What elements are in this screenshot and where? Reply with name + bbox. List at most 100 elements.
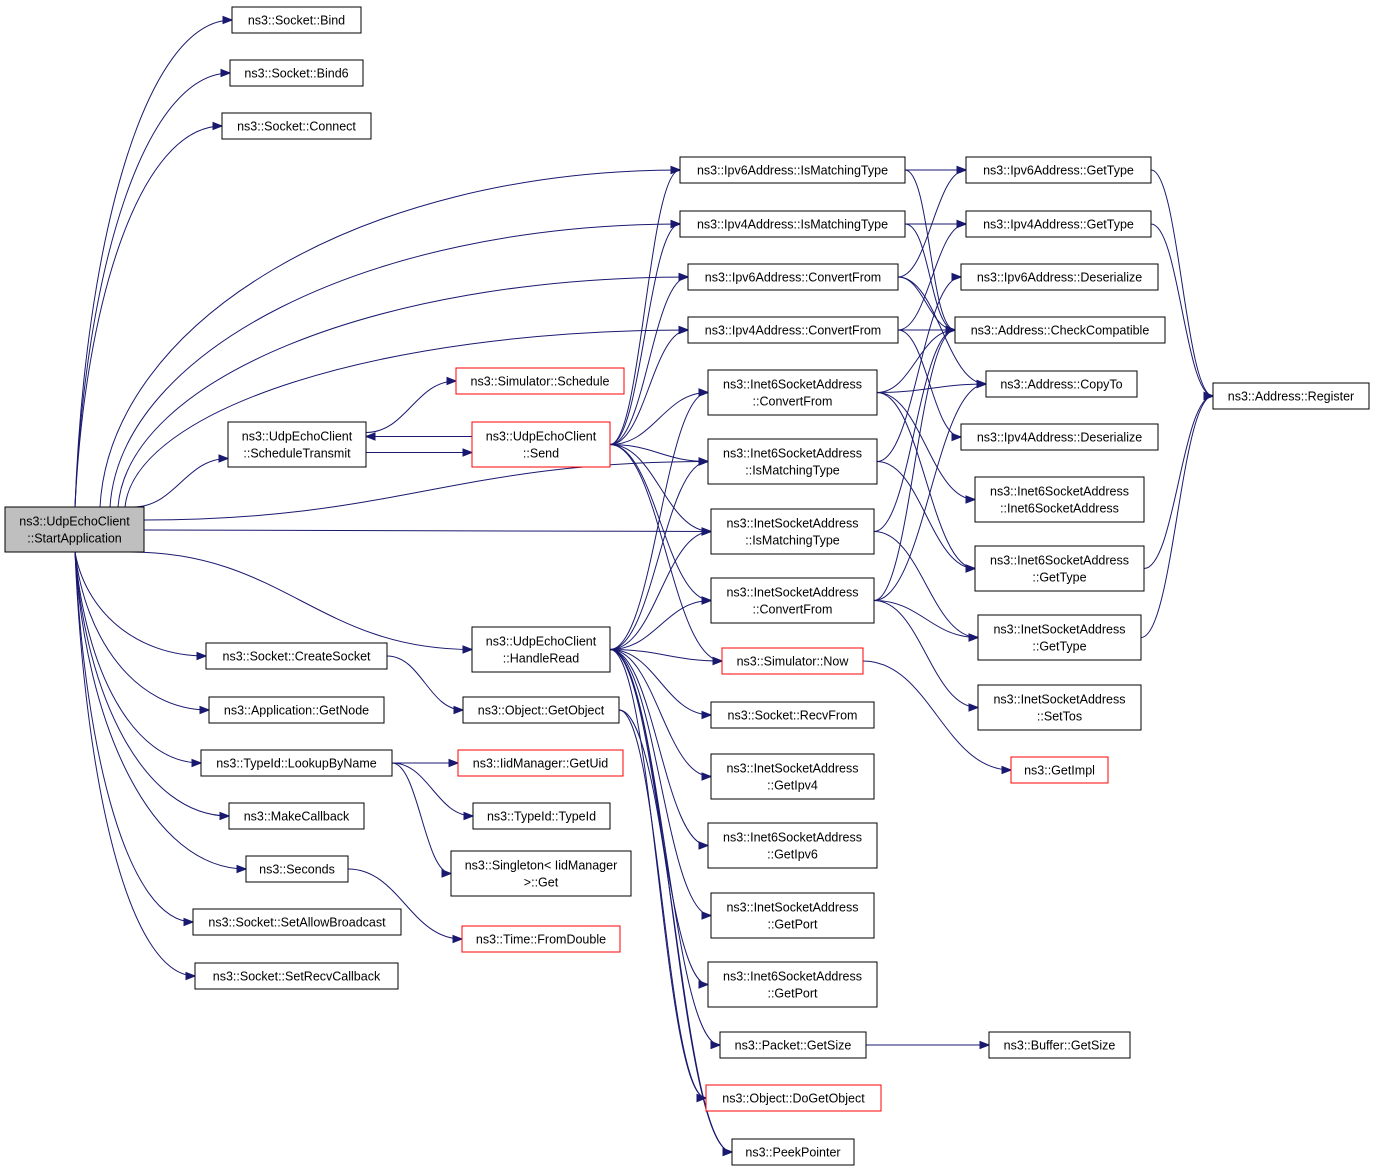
node-ipv6gettype[interactable]: ns3::Ipv6Address::GetType [965,156,1152,184]
node-inet6ctor[interactable]: ns3::Inet6SocketAddress::Inet6SocketAddr… [974,476,1145,523]
node-inet6getport[interactable]: ns3::Inet6SocketAddress::GetPort [707,961,878,1008]
node-ipv6matching[interactable]: ns3::Ipv6Address::IsMatchingType [679,156,906,184]
node-fromdouble[interactable]: ns3::Time::FromDouble [461,925,621,953]
node-setrecvcallback[interactable]: ns3::Socket::SetRecvCallback [194,962,399,990]
node-bind[interactable]: ns3::Socket::Bind [231,6,362,34]
node-box [221,112,372,140]
node-ipv4deserialize[interactable]: ns3::Ipv4Address::Deserialize [960,423,1159,451]
edge-send-ipv6convert [609,276,689,445]
node-box [710,577,875,624]
arrowhead [185,971,197,981]
node-checkcompatible[interactable]: ns3::Address::CheckCompatible [954,316,1166,344]
node-getuid[interactable]: ns3::IidManager::GetUid [457,749,624,777]
node-simschedule[interactable]: ns3::Simulator::Schedule [455,367,625,395]
edge-send-inetconvert [609,444,712,601]
arrowhead [678,325,690,335]
edge-ipv4convert-gettype [897,223,967,331]
node-dogetobject[interactable]: ns3::Object::DoGetObject [705,1084,882,1112]
node-inetconvert[interactable]: ns3::InetSocketAddress::ConvertFrom [710,577,875,624]
arrowhead [196,651,208,661]
node-ipv6convert[interactable]: ns3::Ipv6Address::ConvertFrom [687,263,899,291]
node-inetsettos[interactable]: ns3::InetSocketAddress::SetTos [977,684,1142,731]
node-getimpl[interactable]: ns3::GetImpl [1010,756,1109,784]
node-box [228,802,365,830]
edge-root-connect [74,125,223,508]
node-box [977,684,1142,731]
node-getnode[interactable]: ns3::Application::GetNode [208,696,385,724]
node-label: ns3::Singleton< IidManager [465,859,618,873]
arrowhead [712,656,724,666]
node-box [710,508,875,555]
edge-ipv6matching-check [904,169,956,331]
node-box [960,263,1159,291]
edge-inetmatching-check [873,329,956,532]
node-label: ns3::Time::FromDouble [476,933,606,947]
node-singletonget[interactable]: ns3::Singleton< IidManager>::Get [450,850,632,897]
node-label: ::GetPort [767,987,818,1001]
node-simnow[interactable]: ns3::Simulator::Now [721,647,864,675]
node-inet6convert[interactable]: ns3::Inet6SocketAddress::ConvertFrom [707,369,878,416]
node-bind6[interactable]: ns3::Socket::Bind6 [229,59,364,87]
node-ipv6deserialize[interactable]: ns3::Ipv6Address::Deserialize [960,263,1159,291]
arrowhead [219,811,231,821]
node-scheduletransmit[interactable]: ns3::UdpEchoClient::ScheduleTransmit [227,421,367,468]
node-seconds[interactable]: ns3::Seconds [245,855,349,883]
node-recvfrom[interactable]: ns3::Socket::RecvFrom [710,701,875,729]
node-connect[interactable]: ns3::Socket::Connect [221,112,372,140]
edge-root-createsocket [74,551,207,657]
node-box [954,316,1166,344]
node-label: ns3::InetSocketAddress [726,586,858,600]
node-box [471,626,611,673]
node-label: ns3::Ipv6Address::IsMatchingType [697,164,888,178]
node-peekpointer[interactable]: ns3::PeekPointer [731,1138,855,1166]
edge-send-ipv4convert [609,329,689,445]
node-ipv4convert[interactable]: ns3::Ipv4Address::ConvertFrom [687,316,899,344]
arrowhead [364,432,376,441]
node-box [977,614,1142,661]
node-label: ns3::Inet6SocketAddress [723,447,862,461]
node-send[interactable]: ns3::UdpEchoClient::Send [471,421,611,468]
edge-inetconvert-check [873,329,956,601]
arrowhead [220,68,232,78]
node-handleread[interactable]: ns3::UdpEchoClient::HandleRead [471,626,611,673]
node-label: ::ScheduleTransmit [243,447,351,461]
node-label: ns3::IidManager::GetUid [473,757,609,771]
node-label: ns3::GetImpl [1024,764,1095,778]
node-label: ns3::Object::DoGetObject [722,1092,865,1106]
node-register[interactable]: ns3::Address::Register [1212,382,1370,410]
arrowhead [698,980,710,989]
edge-inet6convert-check [876,329,956,393]
node-inetmatching[interactable]: ns3::InetSocketAddress::IsMatchingType [710,508,875,555]
node-box [721,647,864,675]
node-inetgettype[interactable]: ns3::InetSocketAddress::GetType [977,614,1142,661]
node-setallowbroadcast[interactable]: ns3::Socket::SetAllowBroadcast [192,908,402,936]
arrowhead [441,869,453,878]
node-inetgetipv4[interactable]: ns3::InetSocketAddress::GetIpv4 [710,753,875,800]
arrowhead [965,495,977,504]
node-box [455,367,625,395]
node-getobject[interactable]: ns3::Object::GetObject [462,696,620,724]
node-ipv4matching[interactable]: ns3::Ipv4Address::IsMatchingType [679,210,906,238]
node-label: ns3::Socket::SetAllowBroadcast [208,916,386,930]
node-ipv4gettype[interactable]: ns3::Ipv4Address::GetType [965,210,1152,238]
node-packetgetsize[interactable]: ns3::Packet::GetSize [719,1031,867,1059]
node-label: ns3::Inet6SocketAddress [990,554,1129,568]
edge-inet6matching-deserialize [876,276,962,462]
node-inet6getipv6[interactable]: ns3::Inet6SocketAddress::GetIpv6 [707,822,878,869]
node-typeidctor[interactable]: ns3::TypeId::TypeId [472,802,611,830]
edge-handleread-inetmatching [609,531,712,650]
node-inet6matching[interactable]: ns3::Inet6SocketAddress::IsMatchingType [707,438,878,485]
node-buffergetsize[interactable]: ns3::Buffer::GetSize [988,1031,1131,1059]
edge-inetconvert-gettype [873,600,979,638]
arrowhead [968,703,980,712]
node-makecallback[interactable]: ns3::MakeCallback [228,802,365,830]
arrowhead [951,432,963,442]
edge-inetgettype-register [1140,395,1214,638]
node-inetgetport[interactable]: ns3::InetSocketAddress::GetPort [710,892,875,939]
node-lookupbyname[interactable]: ns3::TypeId::LookupByName [200,749,393,777]
node-root[interactable]: ns3::UdpEchoClient::StartApplication [4,506,145,553]
node-createsocket[interactable]: ns3::Socket::CreateSocket [205,642,388,670]
node-inet6gettype[interactable]: ns3::Inet6SocketAddress::GetType [974,545,1145,592]
node-copyto[interactable]: ns3::Address::CopyTo [985,370,1138,398]
